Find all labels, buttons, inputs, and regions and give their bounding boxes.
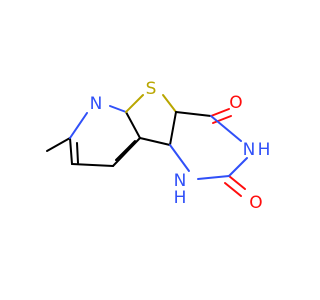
bond-n-c [228, 157, 248, 177]
atom-oxygen-top-label: O [229, 93, 242, 113]
molecule-structure-diagram: S N N H N H O O [46, 79, 271, 213]
bond-c-n [210, 115, 242, 142]
bond-c-o-double [212, 115, 232, 124]
bond-c-o-double [210, 108, 230, 117]
bond-c-o-double [224, 182, 242, 197]
atom-amide-hydrogen-top-label: H [258, 140, 271, 160]
bond-c-n [197, 175, 230, 180]
bond-c-c-double [76, 142, 79, 164]
bond-s-c [162, 94, 177, 113]
bond-c-c-double [169, 111, 177, 146]
atom-amide-nitrogen-top-label: N [243, 140, 256, 160]
bond-c-c-double [115, 140, 136, 161]
bond-n-c [69, 112, 88, 139]
bond-c-o-double [228, 175, 246, 190]
atom-amide-nitrogen-bottom-label: N [174, 171, 187, 191]
bond-c-c [139, 137, 171, 146]
bond-c-c [175, 111, 212, 117]
atom-pyridine-nitrogen-label: N [90, 94, 103, 114]
atom-oxygen-bottom-label: O [249, 193, 262, 213]
bond-c-c [71, 163, 114, 167]
atom-sulfur-label: S [146, 79, 157, 99]
bond-c-n [109, 105, 127, 113]
bond-c-s [125, 94, 144, 113]
atom-amide-hydrogen-bottom-label: H [174, 188, 187, 208]
bond-c-c [125, 111, 141, 139]
bond-methyl [46, 137, 71, 152]
bond-n-c [169, 144, 190, 172]
bond-c-c [69, 137, 73, 165]
bond-c-c [112, 137, 141, 167]
